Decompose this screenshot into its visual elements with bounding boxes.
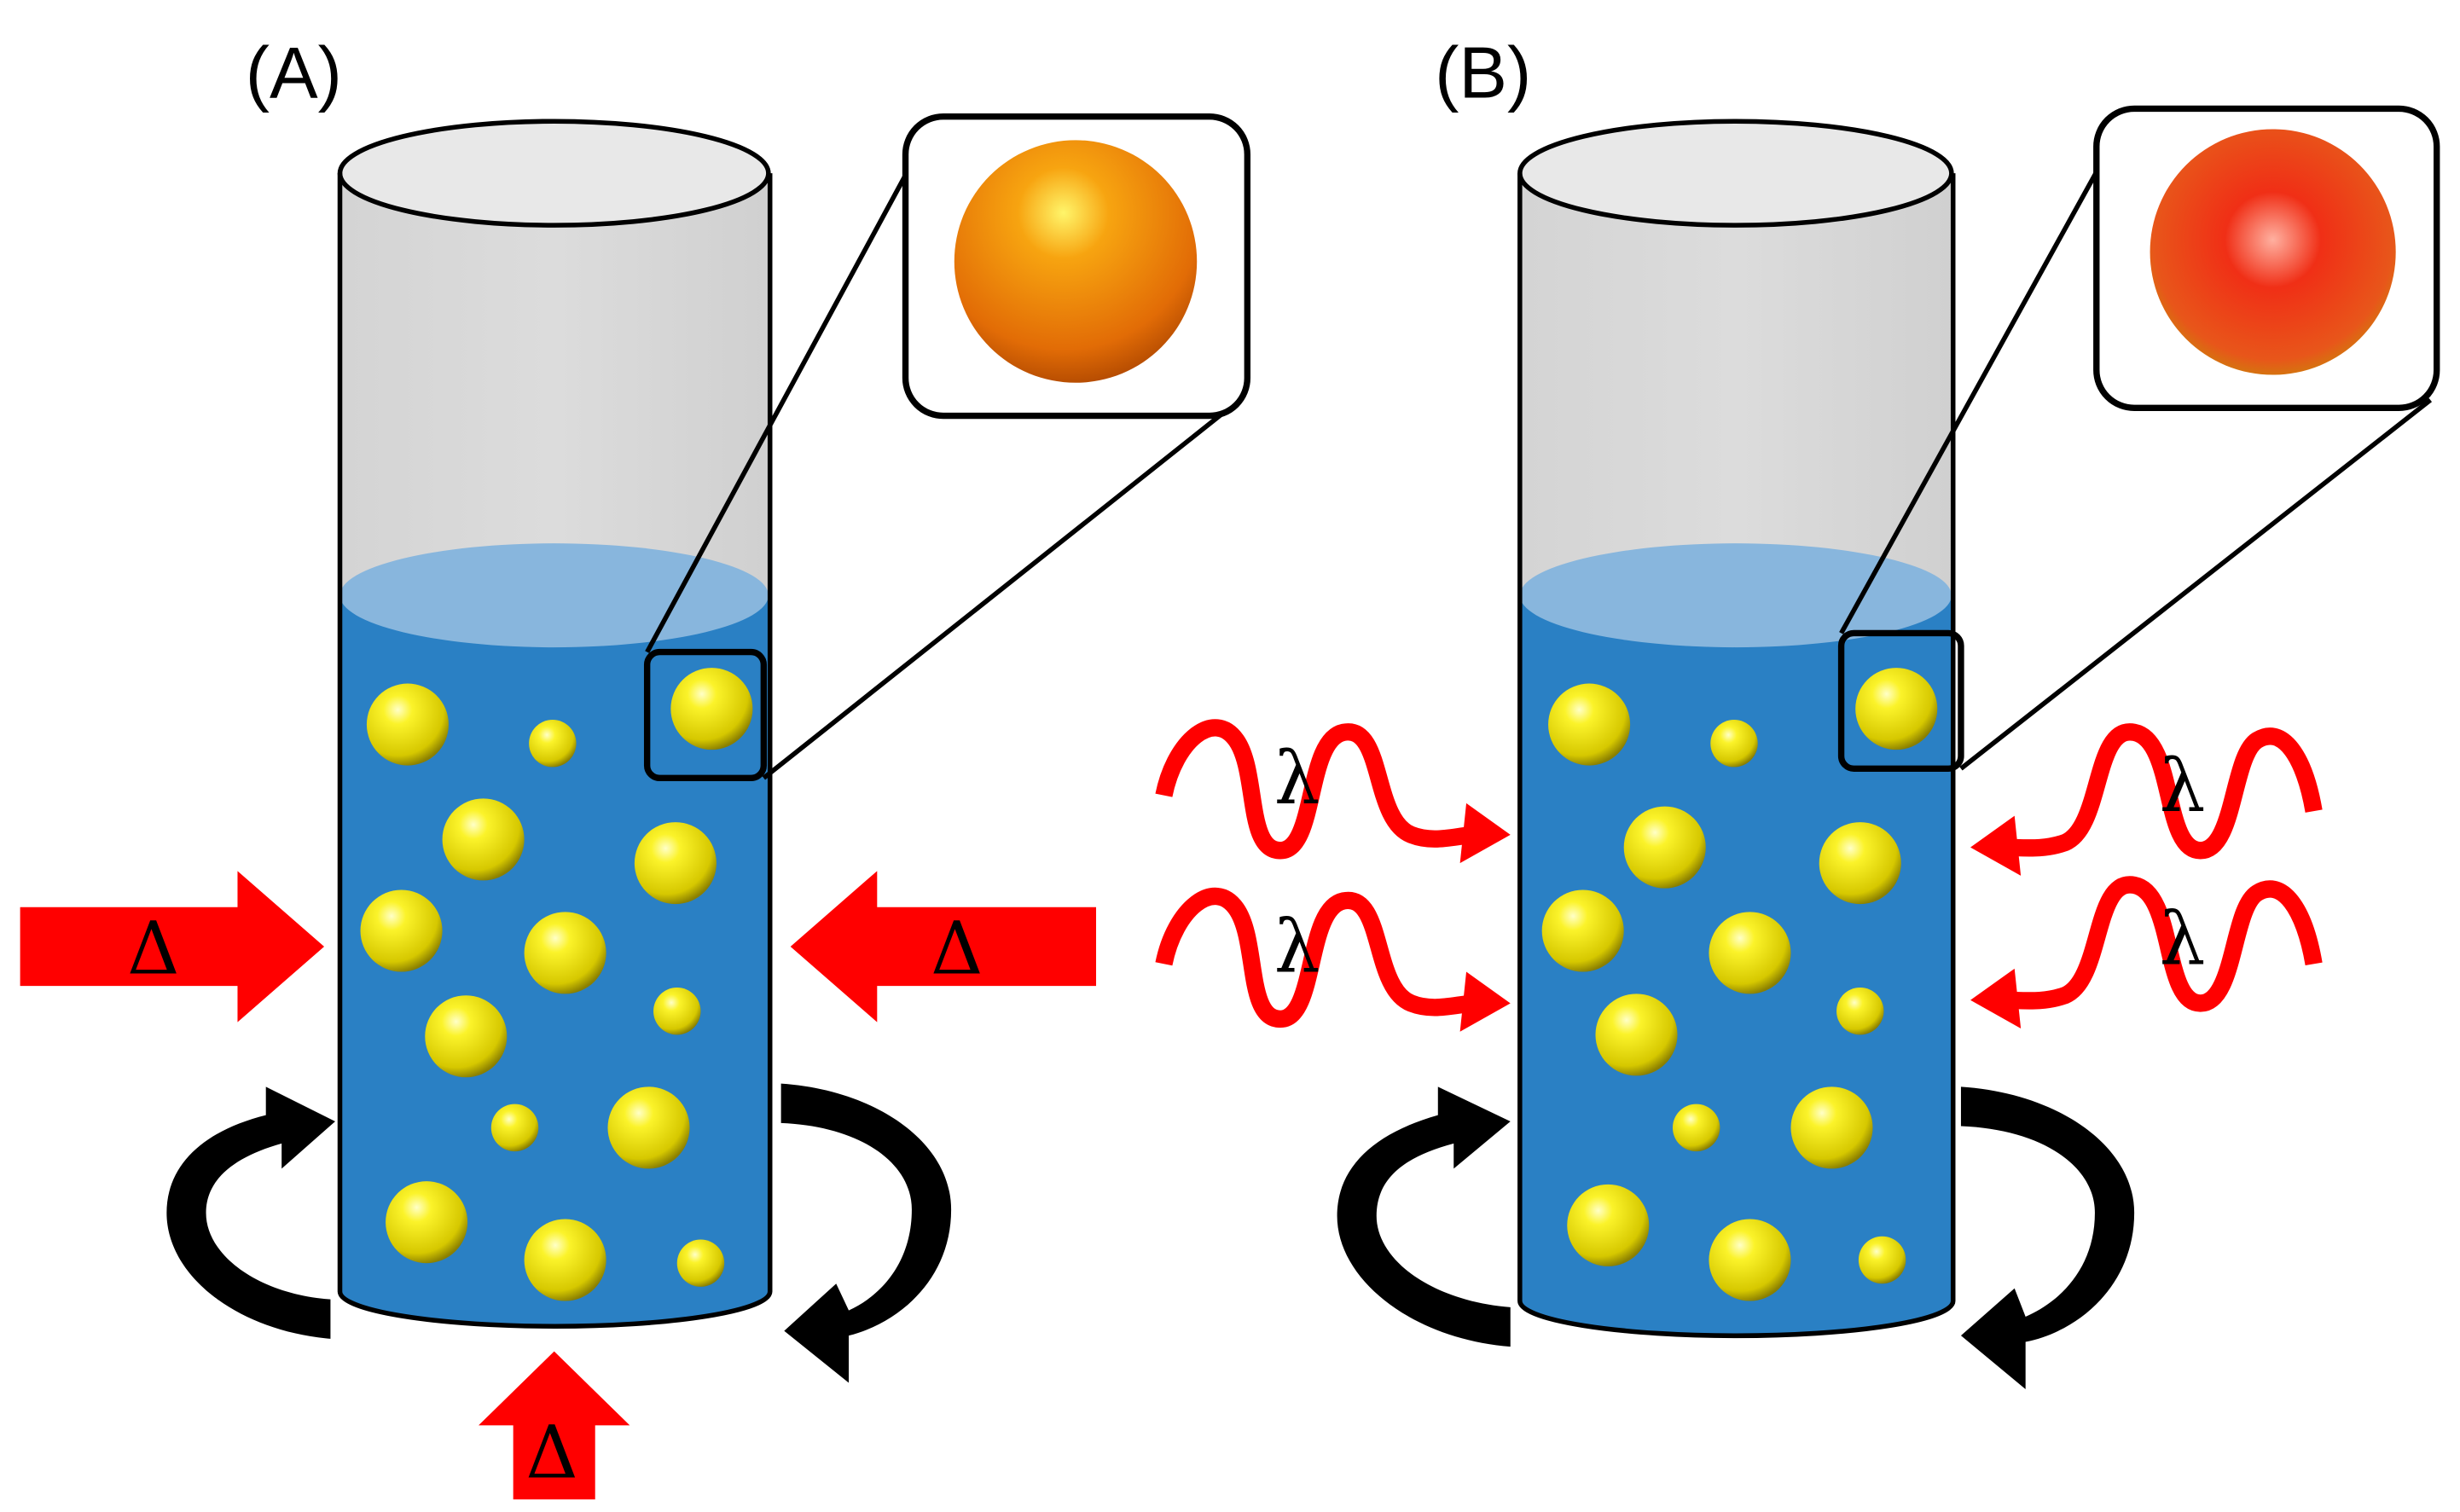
tube-b-liquid-surface <box>1519 543 1952 648</box>
particle-icon <box>1672 1104 1720 1152</box>
light-wave-icon: λ <box>1155 887 1511 1032</box>
stir-arrow-icon <box>166 1086 335 1339</box>
stir-arrow-icon <box>1337 1086 1511 1347</box>
particle-icon <box>1567 1184 1650 1266</box>
tube-a-liquid-surface <box>339 543 769 648</box>
particle-icon <box>529 720 577 768</box>
particle-icon <box>1623 806 1706 889</box>
light-symbol: λ <box>1274 906 1320 990</box>
particle-icon <box>360 889 443 972</box>
light-wave-icon: λ <box>1155 719 1511 864</box>
zoom-particle-a <box>954 140 1198 383</box>
particle-icon <box>425 995 508 1078</box>
zoom-particle-b <box>2150 129 2396 375</box>
panel-b: (B) <box>1155 33 2440 1389</box>
particle-icon <box>607 1086 690 1169</box>
tube-a-glass <box>339 173 770 615</box>
particle-icon <box>1858 1236 1906 1284</box>
heat-arrow-icon: Δ <box>790 871 1097 1022</box>
heat-arrow-icon: Δ <box>479 1351 630 1500</box>
particle-icon <box>1710 720 1758 768</box>
stir-arrow-icon <box>780 1083 952 1383</box>
particle-icon <box>524 1219 606 1301</box>
particle-icon <box>1709 1219 1791 1301</box>
panel-b-label: (B) <box>1435 33 1531 114</box>
particle-icon <box>386 1181 468 1264</box>
heat-arrow-icon: Δ <box>20 871 325 1022</box>
particle-icon <box>1595 994 1678 1076</box>
particle-icon <box>1709 912 1791 994</box>
particles-b <box>1541 668 1938 1301</box>
heat-symbol: Δ <box>127 907 179 991</box>
particle-icon <box>1541 889 1624 972</box>
light-symbol: λ <box>1274 737 1320 821</box>
particle-icon <box>670 668 753 750</box>
tube-a-rim <box>337 119 771 228</box>
particle-icon <box>1819 822 1901 905</box>
particle-icon <box>1548 683 1631 766</box>
light-wave-icon: λ <box>1970 723 2323 876</box>
particle-icon <box>1790 1086 1873 1169</box>
particle-icon <box>366 683 449 766</box>
particle-icon <box>653 987 701 1035</box>
zoom-callout-a <box>643 113 1251 782</box>
particle-icon <box>676 1239 725 1287</box>
stir-arrow-icon <box>1960 1086 2135 1389</box>
light-symbol: λ <box>2160 897 2206 982</box>
heat-symbol: Δ <box>525 1411 577 1495</box>
particles-a <box>360 668 753 1301</box>
particle-icon <box>490 1104 539 1152</box>
particle-icon <box>1836 987 1884 1035</box>
particle-icon <box>442 798 525 881</box>
zoom-callout-b <box>1837 105 2440 772</box>
panel-a-label: (A) <box>246 33 342 114</box>
panel-a: (A) <box>20 33 1251 1500</box>
light-wave-icon: λ <box>1970 876 2323 1029</box>
tube-b-glass <box>1519 173 1953 615</box>
light-symbol: λ <box>2160 744 2206 829</box>
particle-icon <box>1855 668 1938 750</box>
particle-icon <box>634 822 717 905</box>
heat-symbol: Δ <box>931 907 983 991</box>
particle-icon <box>524 912 606 994</box>
tube-b-rim <box>1517 119 1954 228</box>
